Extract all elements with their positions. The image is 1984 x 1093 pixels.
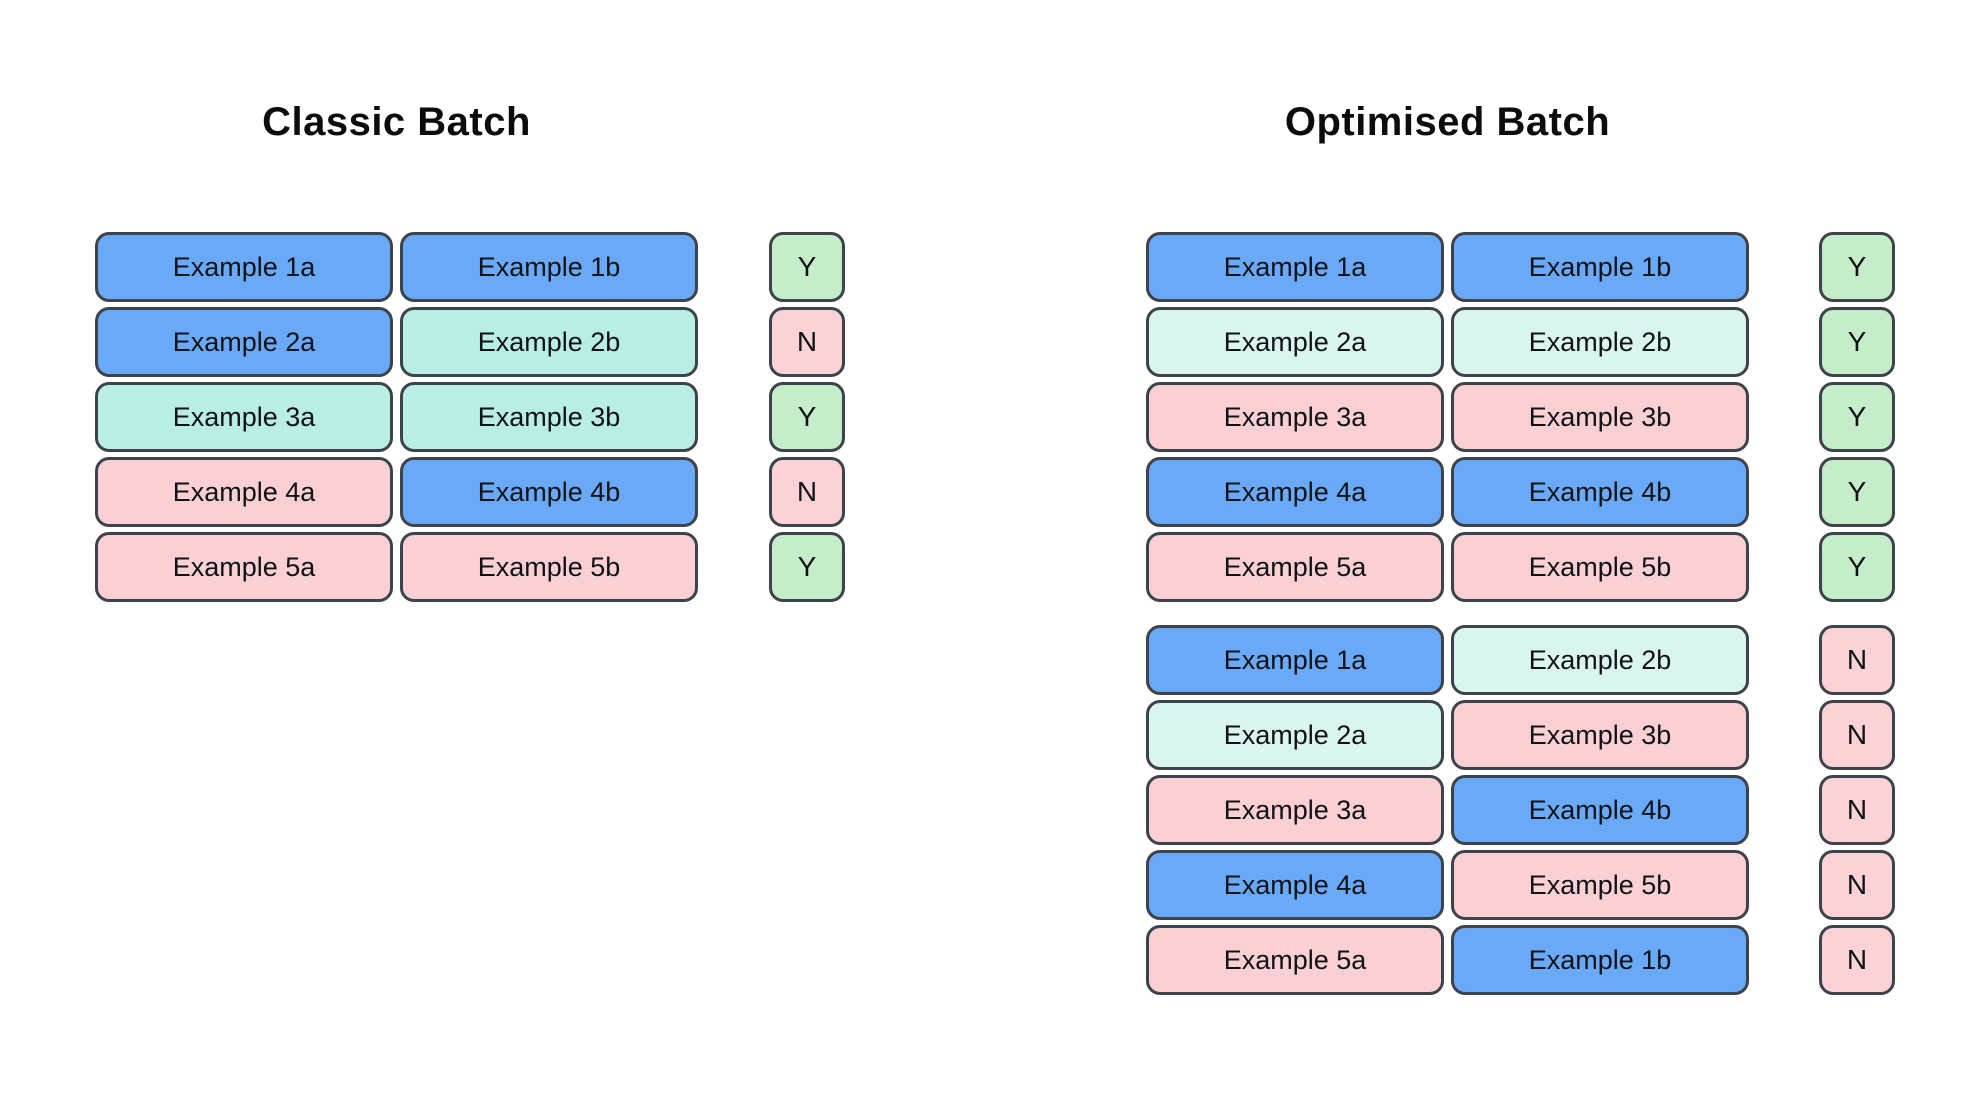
optimised-verdict-box: Y <box>1819 382 1895 452</box>
optimised-example-node: Example 5b <box>1451 532 1749 602</box>
classic-example-node: Example 5b <box>400 532 698 602</box>
optimised-example-node: Example 1a <box>1146 232 1444 302</box>
classic-example-node: Example 5a <box>95 532 393 602</box>
optimised-example-node: Example 2b <box>1451 307 1749 377</box>
optimised-verdict-box: Y <box>1819 457 1895 527</box>
optimised-verdict-box: Y <box>1819 307 1895 377</box>
classic-example-node: Example 2b <box>400 307 698 377</box>
classic-example-node: Example 4b <box>400 457 698 527</box>
optimised-example-node: Example 3b <box>1451 700 1749 770</box>
classic-batch-title: Classic Batch <box>262 100 531 144</box>
optimised-example-node: Example 3a <box>1146 775 1444 845</box>
optimised-example-node: Example 3b <box>1451 382 1749 452</box>
optimised-verdict-box: N <box>1819 700 1895 770</box>
classic-verdict-box: N <box>769 307 845 377</box>
optimised-example-node: Example 1b <box>1451 232 1749 302</box>
optimised-verdict-box: N <box>1819 925 1895 995</box>
classic-example-node: Example 1b <box>400 232 698 302</box>
classic-example-node: Example 3b <box>400 382 698 452</box>
classic-example-node: Example 1a <box>95 232 393 302</box>
optimised-example-node: Example 2b <box>1451 625 1749 695</box>
optimised-example-node: Example 4a <box>1146 850 1444 920</box>
optimised-batch-title: Optimised Batch <box>1284 100 1611 144</box>
classic-verdict-box: Y <box>769 232 845 302</box>
optimised-verdict-box: N <box>1819 850 1895 920</box>
optimised-example-node: Example 5b <box>1451 850 1749 920</box>
optimised-example-node: Example 2a <box>1146 700 1444 770</box>
optimised-example-node: Example 1a <box>1146 625 1444 695</box>
optimised-verdict-box: N <box>1819 775 1895 845</box>
optimised-example-node: Example 4b <box>1451 457 1749 527</box>
optimised-example-node: Example 3a <box>1146 382 1444 452</box>
optimised-example-node: Example 4b <box>1451 775 1749 845</box>
classic-example-node: Example 2a <box>95 307 393 377</box>
classic-example-node: Example 3a <box>95 382 393 452</box>
classic-verdict-box: Y <box>769 382 845 452</box>
optimised-verdict-box: N <box>1819 625 1895 695</box>
optimised-example-node: Example 5a <box>1146 532 1444 602</box>
classic-example-node: Example 4a <box>95 457 393 527</box>
classic-verdict-box: N <box>769 457 845 527</box>
optimised-verdict-box: Y <box>1819 532 1895 602</box>
optimised-example-node: Example 4a <box>1146 457 1444 527</box>
optimised-example-node: Example 2a <box>1146 307 1444 377</box>
optimised-example-node: Example 1b <box>1451 925 1749 995</box>
optimised-example-node: Example 5a <box>1146 925 1444 995</box>
optimised-verdict-box: Y <box>1819 232 1895 302</box>
classic-verdict-box: Y <box>769 532 845 602</box>
